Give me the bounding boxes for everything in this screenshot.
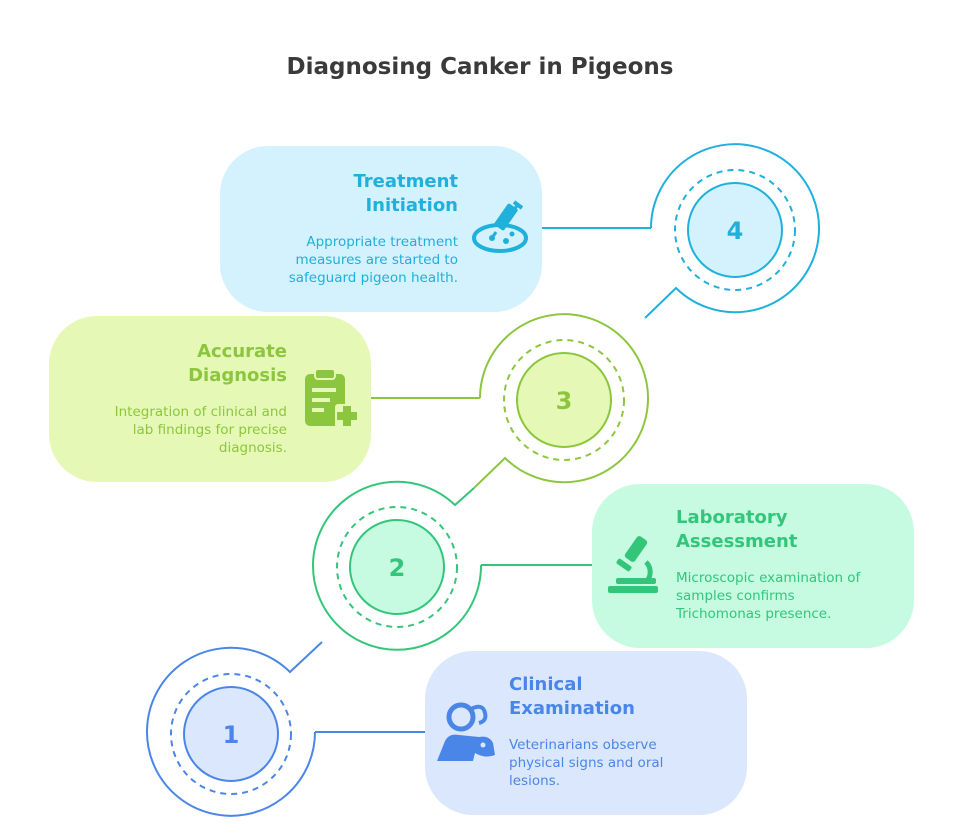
step-4-number-circle — [687, 182, 783, 278]
step-3-number: 3 — [556, 387, 573, 415]
step-1-node: 1 — [146, 641, 426, 817]
step-4-node: 4 — [540, 143, 820, 319]
step-3-number-circle — [516, 352, 612, 448]
step-2-dashed-ring — [336, 506, 458, 628]
step-1-number: 1 — [223, 721, 240, 749]
veterinarian-examining-animal-icon — [437, 702, 495, 761]
step-4-card: Treatment Initiation Appropriate treatme… — [220, 146, 542, 312]
step-4-number: 4 — [727, 217, 744, 245]
step-4-outer-arc — [644, 143, 820, 319]
step-3-node: 3 — [370, 313, 649, 489]
step-2-description: Microscopic examination of samples confi… — [676, 570, 861, 622]
step-4-dashed-ring — [674, 169, 796, 291]
step-1-title: Clinical Examination — [509, 674, 635, 719]
step-3-card: Accurate Diagnosis Integration of clinic… — [49, 316, 371, 482]
page-title: Diagnosing Canker in Pigeons — [286, 54, 674, 80]
step-1-description: Veterinarians observe physical signs and… — [509, 737, 664, 789]
step-2-card: Laboratory Assessment Microscopic examin… — [592, 484, 914, 648]
step-3-dashed-ring — [503, 339, 625, 461]
step-3-description: Integration of clinical and lab findings… — [114, 404, 287, 456]
syringe-dish-icon — [472, 200, 528, 253]
step-1-dashed-ring — [170, 673, 292, 795]
microscope-icon — [608, 536, 658, 593]
step-2-number: 2 — [389, 554, 406, 582]
step-2-outer-arc — [312, 480, 483, 651]
step-3-outer-arc — [473, 313, 649, 489]
step-3-title: Accurate Diagnosis — [188, 341, 287, 386]
step-1-number-circle — [183, 686, 279, 782]
step-1-card: Clinical Examination Veterinarians obser… — [425, 651, 747, 815]
clipboard-plus-icon — [305, 368, 359, 428]
step-2-number-circle — [349, 519, 445, 615]
step-1-outer-arc — [146, 641, 323, 817]
step-2-node: 2 — [312, 480, 593, 651]
step-4-title: Treatment Initiation — [353, 171, 458, 216]
step-4-description: Appropriate treatment measures are start… — [288, 234, 458, 286]
step-2-title: Laboratory Assessment — [676, 507, 798, 552]
